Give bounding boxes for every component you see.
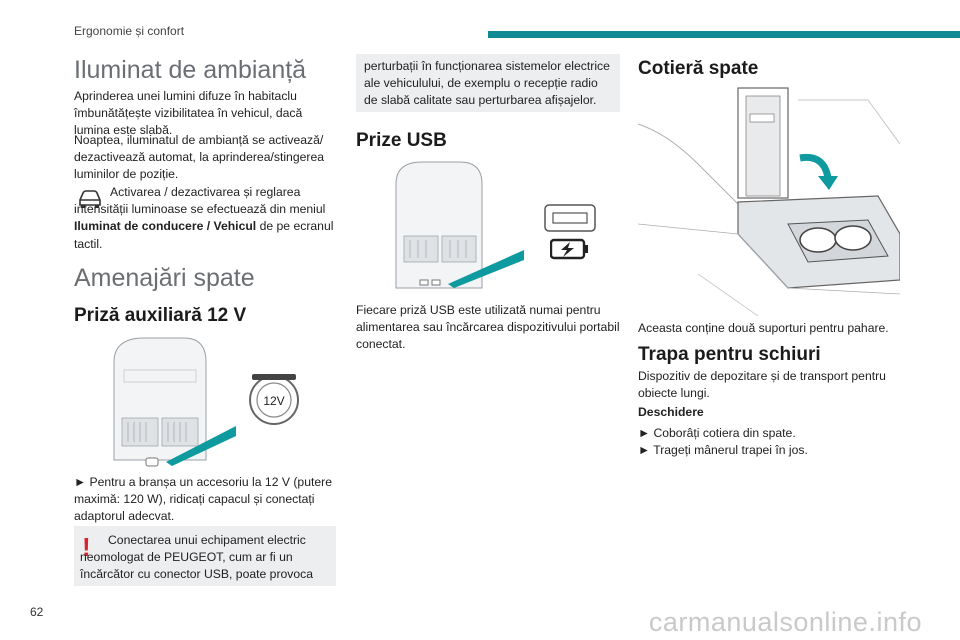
header-accent-bar	[488, 31, 960, 38]
ambient-paragraph-3: Activarea / dezactivarea și reglarea int…	[74, 185, 334, 251]
page-number: 62	[30, 605, 44, 619]
socket-instruction: ► Pentru a branșa un accesoriu la 12 V (…	[74, 475, 332, 524]
warning-exclamation-icon: !	[82, 532, 91, 562]
warning-box: ! Conectarea unui echipament electric ne…	[74, 526, 336, 586]
heading-12v-socket: Priză auxiliară 12 V	[74, 305, 247, 326]
menu-path: Iluminat de conducere / Vehicul	[74, 219, 257, 234]
ski-step-2: ► Trageți mânerul trapei în jos.	[638, 443, 808, 457]
warning-box-continued: perturbații în funcționarea sistemelor e…	[356, 54, 620, 112]
warning-text-continued: perturbații în funcționarea sistemelor e…	[364, 59, 610, 108]
12v-socket-illustration: 12V	[74, 330, 336, 470]
armrest-description: Aceasta conține două suporturi pentru pa…	[638, 321, 889, 335]
usb-ports-illustration	[356, 156, 620, 292]
curved-arrow-icon	[799, 153, 838, 190]
section-title: Ergonomie și confort	[74, 24, 185, 38]
heading-rear-fittings: Amenajări spate	[74, 264, 255, 292]
heading-rear-armrest: Cotieră spate	[638, 58, 759, 79]
rear-armrest-illustration	[638, 84, 900, 316]
12v-label: 12V	[263, 394, 284, 408]
usb-description: Fiecare priză USB este utilizată numai p…	[356, 303, 620, 352]
warning-text: Conectarea unui echipament electric neom…	[80, 533, 314, 582]
heading-ambient-lighting: Iluminat de ambianță	[74, 56, 307, 84]
heading-usb-ports: Prize USB	[356, 130, 447, 151]
watermark: carmanualsonline.info	[648, 607, 922, 637]
ambient-paragraph-1: Aprinderea unei lumini difuze în habitac…	[74, 89, 303, 138]
ski-step-1: ► Coborâți cotiera din spate.	[638, 426, 796, 440]
battery-charging-icon	[550, 238, 590, 260]
usb-port-icon	[544, 204, 596, 232]
ski-opening-subheading: Deschidere	[638, 405, 704, 419]
heading-ski-hatch: Trapa pentru schiuri	[638, 344, 821, 365]
ski-hatch-description: Dispozitiv de depozitare și de transport…	[638, 369, 886, 401]
car-outline-icon	[76, 186, 104, 210]
ambient-paragraph-2: Noaptea, iluminatul de ambianță se activ…	[74, 133, 324, 182]
